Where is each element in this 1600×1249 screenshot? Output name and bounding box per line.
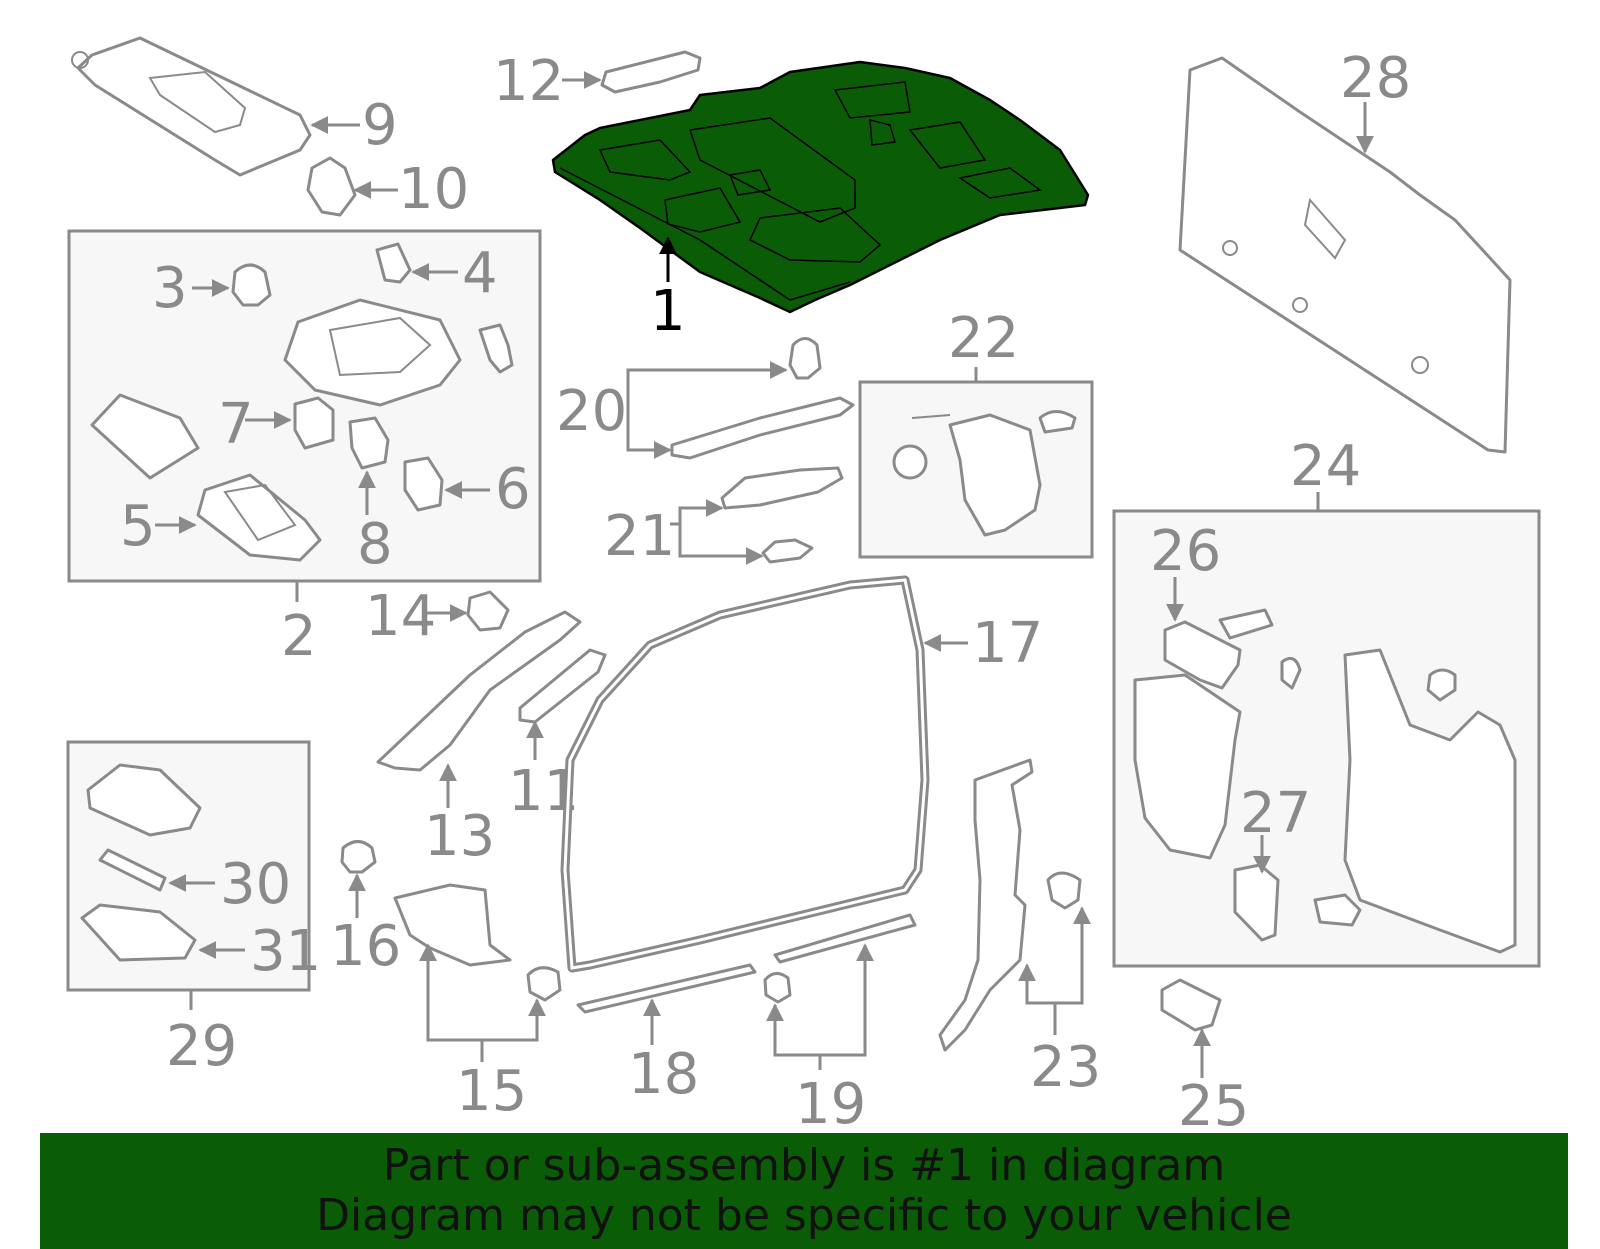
part-19-clip[interactable] (763, 972, 792, 1004)
callout-12: 12 (493, 49, 564, 114)
part-25[interactable] (1160, 978, 1222, 1032)
leader-23 (1025, 906, 1091, 1005)
callout-5: 5 (120, 494, 156, 559)
part-21-clip[interactable] (761, 538, 814, 564)
callout-7: 7 (218, 392, 254, 457)
banner-line-1: Part or sub-assembly is #1 in diagram (382, 1140, 1226, 1191)
callout-1: 1 (650, 279, 686, 344)
sun-visor-part-9[interactable] (71, 36, 312, 177)
part-23-pillar[interactable] (938, 758, 1034, 1052)
part-31[interactable] (80, 903, 197, 962)
part-24-panel[interactable] (1133, 673, 1242, 860)
callout-9: 9 (362, 93, 398, 158)
part-18[interactable] (576, 963, 757, 1014)
part-17-inner (563, 578, 927, 970)
part-24-clip-b[interactable] (1280, 656, 1302, 690)
part-14[interactable] (466, 590, 510, 632)
callout-20: 20 (556, 379, 627, 444)
part-24-bolt[interactable] (1426, 668, 1457, 702)
callout-6: 6 (495, 457, 531, 522)
part-23-clip[interactable] (1046, 871, 1082, 910)
part-5[interactable] (196, 473, 322, 562)
banner-background (40, 1133, 1568, 1249)
callout-22: 22 (948, 306, 1019, 371)
part-24-clip-c[interactable] (1313, 893, 1362, 927)
part-16[interactable] (340, 840, 377, 874)
overhead-console[interactable] (283, 298, 462, 407)
banner-line-2: Diagram may not be specific to your vehi… (316, 1190, 1292, 1241)
leader-19 (773, 943, 874, 1057)
callout-26: 26 (1150, 519, 1221, 584)
part-26[interactable] (1163, 620, 1242, 690)
callout-31: 31 (250, 919, 321, 984)
callout-10: 10 (398, 157, 469, 222)
part-24-quarter-trim[interactable] (1343, 648, 1517, 954)
info-banner: Part or sub-assembly is #1 in diagram Di… (40, 1133, 1568, 1249)
part-20-rail[interactable] (670, 396, 855, 460)
part-22-assembly[interactable] (892, 410, 1077, 537)
part-30[interactable] (98, 848, 167, 892)
callout-30: 30 (220, 852, 291, 917)
part-12[interactable] (600, 50, 702, 94)
callout-23: 23 (1030, 1035, 1101, 1100)
callout-16: 16 (330, 914, 401, 979)
part-6[interactable] (403, 456, 444, 512)
part-small-clip[interactable] (478, 323, 514, 374)
callout-28: 28 (1340, 46, 1411, 111)
callout-25: 25 (1178, 1074, 1249, 1139)
leader-21b (678, 524, 764, 565)
callout-8: 8 (357, 512, 393, 577)
part-19-sill[interactable] (773, 913, 917, 964)
part-15-clip[interactable] (526, 966, 562, 1002)
part-15-trim[interactable] (393, 883, 512, 967)
part-11[interactable] (518, 648, 607, 724)
callout-17: 17 (972, 611, 1043, 676)
part-7[interactable] (293, 396, 335, 450)
part-28-panel[interactable] (1178, 56, 1512, 454)
callout-21: 21 (604, 504, 675, 569)
headliner-part-1[interactable] (551, 60, 1090, 314)
callout-29: 29 (166, 1014, 237, 1079)
part-4[interactable] (375, 242, 412, 284)
callout-3: 3 (152, 256, 188, 321)
part-lens[interactable] (90, 393, 200, 480)
part-3[interactable] (231, 263, 272, 307)
callout-13: 13 (424, 804, 495, 869)
callout-24: 24 (1290, 434, 1361, 499)
callout-2: 2 (281, 604, 317, 669)
callout-27: 27 (1240, 781, 1311, 846)
part-21-bracket[interactable] (720, 466, 844, 510)
part-17[interactable] (560, 575, 930, 973)
callout-15: 15 (456, 1059, 527, 1124)
part-20-clip[interactable] (788, 337, 822, 380)
part-24-clip-a[interactable] (1218, 608, 1274, 640)
callout-14: 14 (365, 584, 436, 649)
callout-4: 4 (462, 241, 498, 306)
callout-19: 19 (795, 1072, 866, 1137)
part-10[interactable] (306, 156, 357, 217)
part-13[interactable] (376, 610, 582, 772)
leader-21 (670, 499, 724, 526)
part-29-lamp[interactable] (86, 763, 202, 837)
part-8[interactable] (348, 416, 390, 470)
callout-18: 18 (628, 1042, 699, 1107)
